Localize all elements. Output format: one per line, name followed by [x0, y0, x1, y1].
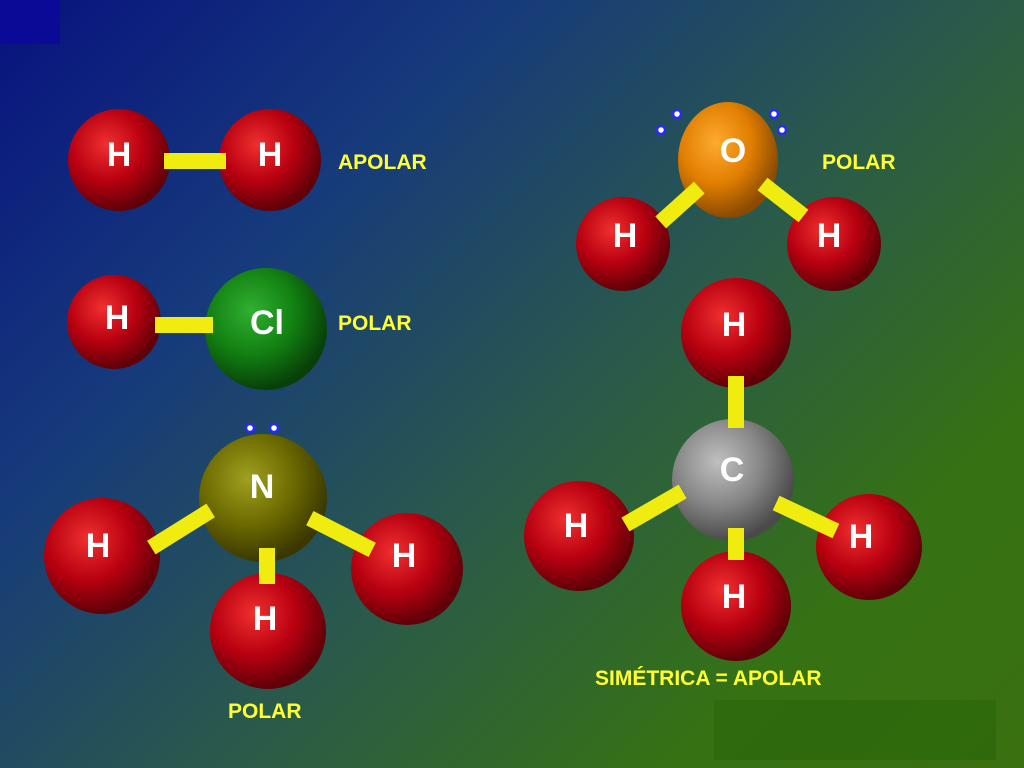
atom-hydrogen: [68, 109, 170, 211]
atom-symbol: N: [250, 468, 275, 506]
lone-pair-electron: [244, 422, 256, 434]
atom-hydrogen: [44, 498, 160, 614]
atom-symbol: H: [253, 600, 278, 638]
bond: [155, 317, 213, 333]
lone-pair-electron: [671, 108, 683, 120]
atom-hydrogen: [576, 197, 670, 291]
bond: [757, 177, 809, 223]
bond: [655, 181, 705, 229]
atom-nitrogen: [199, 434, 327, 562]
atom-symbol: H: [722, 578, 747, 616]
atom-symbol: H: [849, 518, 874, 556]
atom-hydrogen: [210, 573, 326, 689]
atom-symbol: H: [258, 136, 283, 174]
atom-hydrogen: [67, 275, 161, 369]
bond: [772, 495, 840, 539]
atom-symbol: C: [720, 451, 745, 489]
molecule-h2o: O H H: [576, 102, 881, 291]
molecule-h2: H H: [68, 109, 321, 211]
atom-symbol: H: [722, 306, 747, 344]
atom-hydrogen: [219, 109, 321, 211]
molecule-hcl: H Cl: [67, 268, 327, 390]
atom-symbol: H: [86, 527, 111, 565]
atom-hydrogen: [524, 481, 634, 591]
label-nh3-polarity: POLAR: [228, 700, 302, 723]
bond: [259, 548, 275, 584]
bond: [164, 153, 226, 169]
bond: [306, 510, 376, 558]
atom-symbol: Cl: [250, 304, 284, 342]
molecule-nh3: N H H H: [44, 422, 463, 689]
atom-symbol: H: [817, 217, 842, 255]
lone-pair-electron: [268, 422, 280, 434]
atom-hydrogen: [681, 551, 791, 661]
lone-pair-electron: [768, 108, 780, 120]
atom-oxygen: [678, 102, 778, 218]
lone-pair-electron: [655, 124, 667, 136]
lone-pair-electron: [776, 124, 788, 136]
bond: [621, 484, 687, 532]
molecule-ch4: H C H H H: [524, 278, 922, 661]
atom-symbol: H: [105, 299, 130, 337]
bond: [728, 376, 744, 428]
bonds: [621, 376, 840, 560]
bonds: [147, 503, 376, 584]
atom-hydrogen: [816, 494, 922, 600]
atom-chlorine: [205, 268, 327, 390]
atom-symbol: H: [107, 136, 132, 174]
atom-hydrogen: [351, 513, 463, 625]
label-hcl-polarity: POLAR: [338, 312, 412, 335]
atom-symbol: H: [564, 507, 589, 545]
label-ch4-polarity: SIMÉTRICA = APOLAR: [595, 667, 822, 690]
bonds: [655, 177, 809, 229]
corner-block: [0, 0, 60, 44]
atom-symbol: O: [720, 132, 746, 170]
atom-hydrogen: [681, 278, 791, 388]
label-h2-polarity: APOLAR: [338, 151, 427, 174]
bond: [147, 503, 215, 555]
atom-symbol: H: [392, 537, 417, 575]
background-shade: [714, 700, 996, 760]
atom-symbol: H: [613, 217, 638, 255]
label-h2o-polarity: POLAR: [822, 151, 896, 174]
atom-hydrogen: [787, 197, 881, 291]
atom-carbon: [672, 419, 794, 541]
bond: [728, 528, 744, 560]
